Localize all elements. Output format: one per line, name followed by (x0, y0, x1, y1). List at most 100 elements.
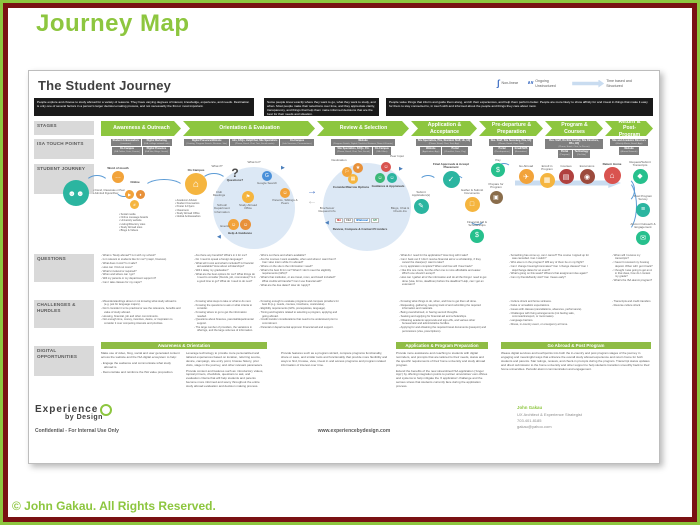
touchpoint-sub: (Phone, Email, Chat, Text, Social) (337, 151, 370, 154)
question-item: What are the best options for me? What t… (194, 273, 256, 283)
gather-submit-documents-label: Gather & Submit Documents (460, 188, 484, 196)
challenge-item: Knowing what steps to take or what to do… (194, 300, 256, 303)
challenge-item: Knowing what things to do, when, and how… (399, 300, 489, 303)
bubble-what-for: What for? (246, 160, 262, 164)
help-guidance-1-icon: ☺ (228, 219, 239, 230)
blogs-chat-label-label: Blogs, Chat & Check-Ins (390, 206, 410, 214)
guidance-appraisals-label-label: Guidance & Appraisals (371, 184, 405, 188)
journey-bullet: Admired Figure/Peer (93, 192, 135, 195)
parental-board-icon: ☺ (375, 173, 385, 183)
question-list: Who's out there and what's available?Are… (259, 254, 339, 287)
question-item: How can I find out more? (101, 266, 181, 269)
touchpoint-sub: (Phone, Email, Chat, Text, Social media) (235, 142, 275, 145)
touchpoint-title: Res. Staff, On-Site Faculty, Site Direct… (549, 139, 599, 145)
journey-bullet: Online message boards (119, 216, 165, 219)
on-campus-label: On Campus (187, 168, 205, 172)
digital-paragraph: Extend the benefits of the new streamlin… (396, 368, 488, 389)
gather-submit-documents-icon: □ (464, 196, 480, 212)
question-item: Are there any benefits? What's in it for… (194, 254, 256, 257)
touchpoint-box: On-Campus(Info Sessions, Presentations) (280, 139, 314, 147)
questions-node: ?Questions? (223, 167, 247, 182)
consider-narrow-options-label: Consider/Narrow Options (332, 185, 370, 189)
challenge-item: Reverse culture shock (612, 304, 654, 307)
brochures-label: Brochures/ Request Info (316, 206, 338, 214)
legend-label: Ongoing Unstructured (535, 79, 556, 88)
alumni-outreach-engagement: Alumni Outreach & Engagement✉ (627, 222, 659, 246)
question-item: What's going on this week? Where's that … (509, 272, 591, 275)
question-column-3: Who's out there and what's available?Are… (259, 254, 339, 287)
financial-aid-scholarships-label: Financial Aid & Scholarships (467, 220, 487, 228)
question-item: What's the ISA alumni program? (612, 279, 654, 282)
touchpoint-title: Email/SMS (514, 147, 528, 151)
touchpoint-box: Site and Academic Directors(Weekly Meets… (610, 139, 648, 147)
wave-arrows-icon: ∧∨ (527, 80, 534, 86)
question-item: What is 'Study abroad'? Is it with my sc… (101, 254, 181, 257)
submit-applications: Submit Application(s)✎ (407, 190, 435, 215)
touchpoint-box: On-Campus(ISA Tables, Fairs, Events) (112, 147, 142, 155)
challenge-item: Applying for and obtaining the required … (399, 326, 489, 333)
question-item: Do I need to speak a foreign language? (194, 258, 256, 261)
question-item: What are the due dates? How do I apply? (259, 284, 339, 287)
touchpoint-sub: (Phone, Email, Chat, In-Person) (558, 145, 590, 148)
final-approvals-accept-placement-icon: ✓ (442, 170, 460, 188)
connector-arc (85, 175, 109, 193)
row-label-questions: QUESTIONS (34, 254, 94, 282)
excursions-icon: ◉ (579, 169, 595, 185)
page-title: Journey Map (36, 10, 190, 37)
challenge-column-1: Misunderstandings about or not knowing w… (101, 300, 181, 326)
challenge-item: Parental or departmental approval. Finan… (259, 326, 339, 329)
touchpoint-sub: (Catalog, Program Search, Reviews, Site) (186, 142, 227, 145)
question-item: What will it cost and what's included? I… (194, 262, 256, 269)
study-abroad-office-icon: ⚑ (242, 191, 254, 203)
challenge-list: Culture shock and home sickness.False or… (509, 300, 591, 326)
club-meetings-label: Club Meetings (210, 190, 228, 198)
touchpoint-title: Portal (498, 147, 506, 151)
question-item: I thought I was going to get an A in tha… (612, 269, 654, 279)
forward-arrow: → (307, 187, 317, 197)
connector-arc (143, 179, 185, 199)
touchpoint-title: Website (358, 139, 368, 142)
help-guidance-label-label: Help & Guidance (227, 231, 252, 235)
touchpoint-sub: (Info Sessions, Presentations) (282, 142, 312, 145)
block-arrow-icon (572, 79, 605, 88)
word-of-mouth-label: Word of mouth (107, 166, 129, 170)
question-column-5: Something has come up, can I cancel? The… (509, 254, 591, 280)
consider-narrow-options-label-label: Consider/Narrow Options (332, 185, 370, 189)
touchpoint-title: Portal (451, 147, 459, 151)
challenge-item: Timing and logistics related to selectin… (259, 311, 339, 318)
challenge-item: Transcripts and credit transfers (612, 300, 654, 303)
connector-arc (419, 175, 437, 189)
parents-siblings-peers-label: Parents, Siblings & Peers (272, 198, 298, 206)
digital-paragraph: Weave digital services and touchpoints i… (501, 351, 650, 371)
touchpoint-sub: (ISA Office) (376, 151, 388, 154)
cycle2-arrow-top: ▶ (399, 167, 403, 172)
journey-bullet: University website (119, 219, 165, 222)
digital-paragraph: Make use of video, blog, social and user… (101, 351, 180, 359)
touchpoint-box: Student Ambassadors(i-mentors) (110, 139, 141, 147)
submit-applications-label: Submit Application(s) (411, 190, 431, 198)
return-home-icon: ⌂ (603, 167, 621, 185)
connector-arc (469, 211, 485, 225)
touchpoint-title: Portal (561, 150, 569, 154)
digital-column-3: Provide features such as a program wizar… (281, 351, 389, 370)
touchpoint-box: Res. Staff, On-Site Faculty, Site Direct… (545, 139, 603, 150)
pay: Pay$ (491, 158, 505, 178)
study-abroad-office: ⚑Study Abroad Office (235, 190, 261, 211)
academic-board-icon: ☺ (387, 173, 397, 183)
challenge-item: Challenges with living arrangements (not… (509, 312, 591, 319)
question-list: When will I receive my transcripts?I hav… (612, 254, 654, 283)
stage-chevron-3: Review & Selection (317, 121, 409, 136)
bubble-what-if-label: What if? (211, 164, 223, 168)
question-item: Is my application complete? When and how… (399, 265, 489, 268)
cycle1-arrow-bottom-icon: ◀ (217, 234, 221, 240)
final-approvals-accept-placement-label: Final Approvals & Accept Placement (432, 162, 470, 170)
study-abroad-office-label: Study Abroad Office (238, 203, 257, 211)
challenge-item: Issues with classes (cancellations, abse… (509, 308, 591, 311)
touchpoint-sub: (i-mentors) (120, 142, 132, 145)
academic-board: ☺ (387, 172, 397, 184)
